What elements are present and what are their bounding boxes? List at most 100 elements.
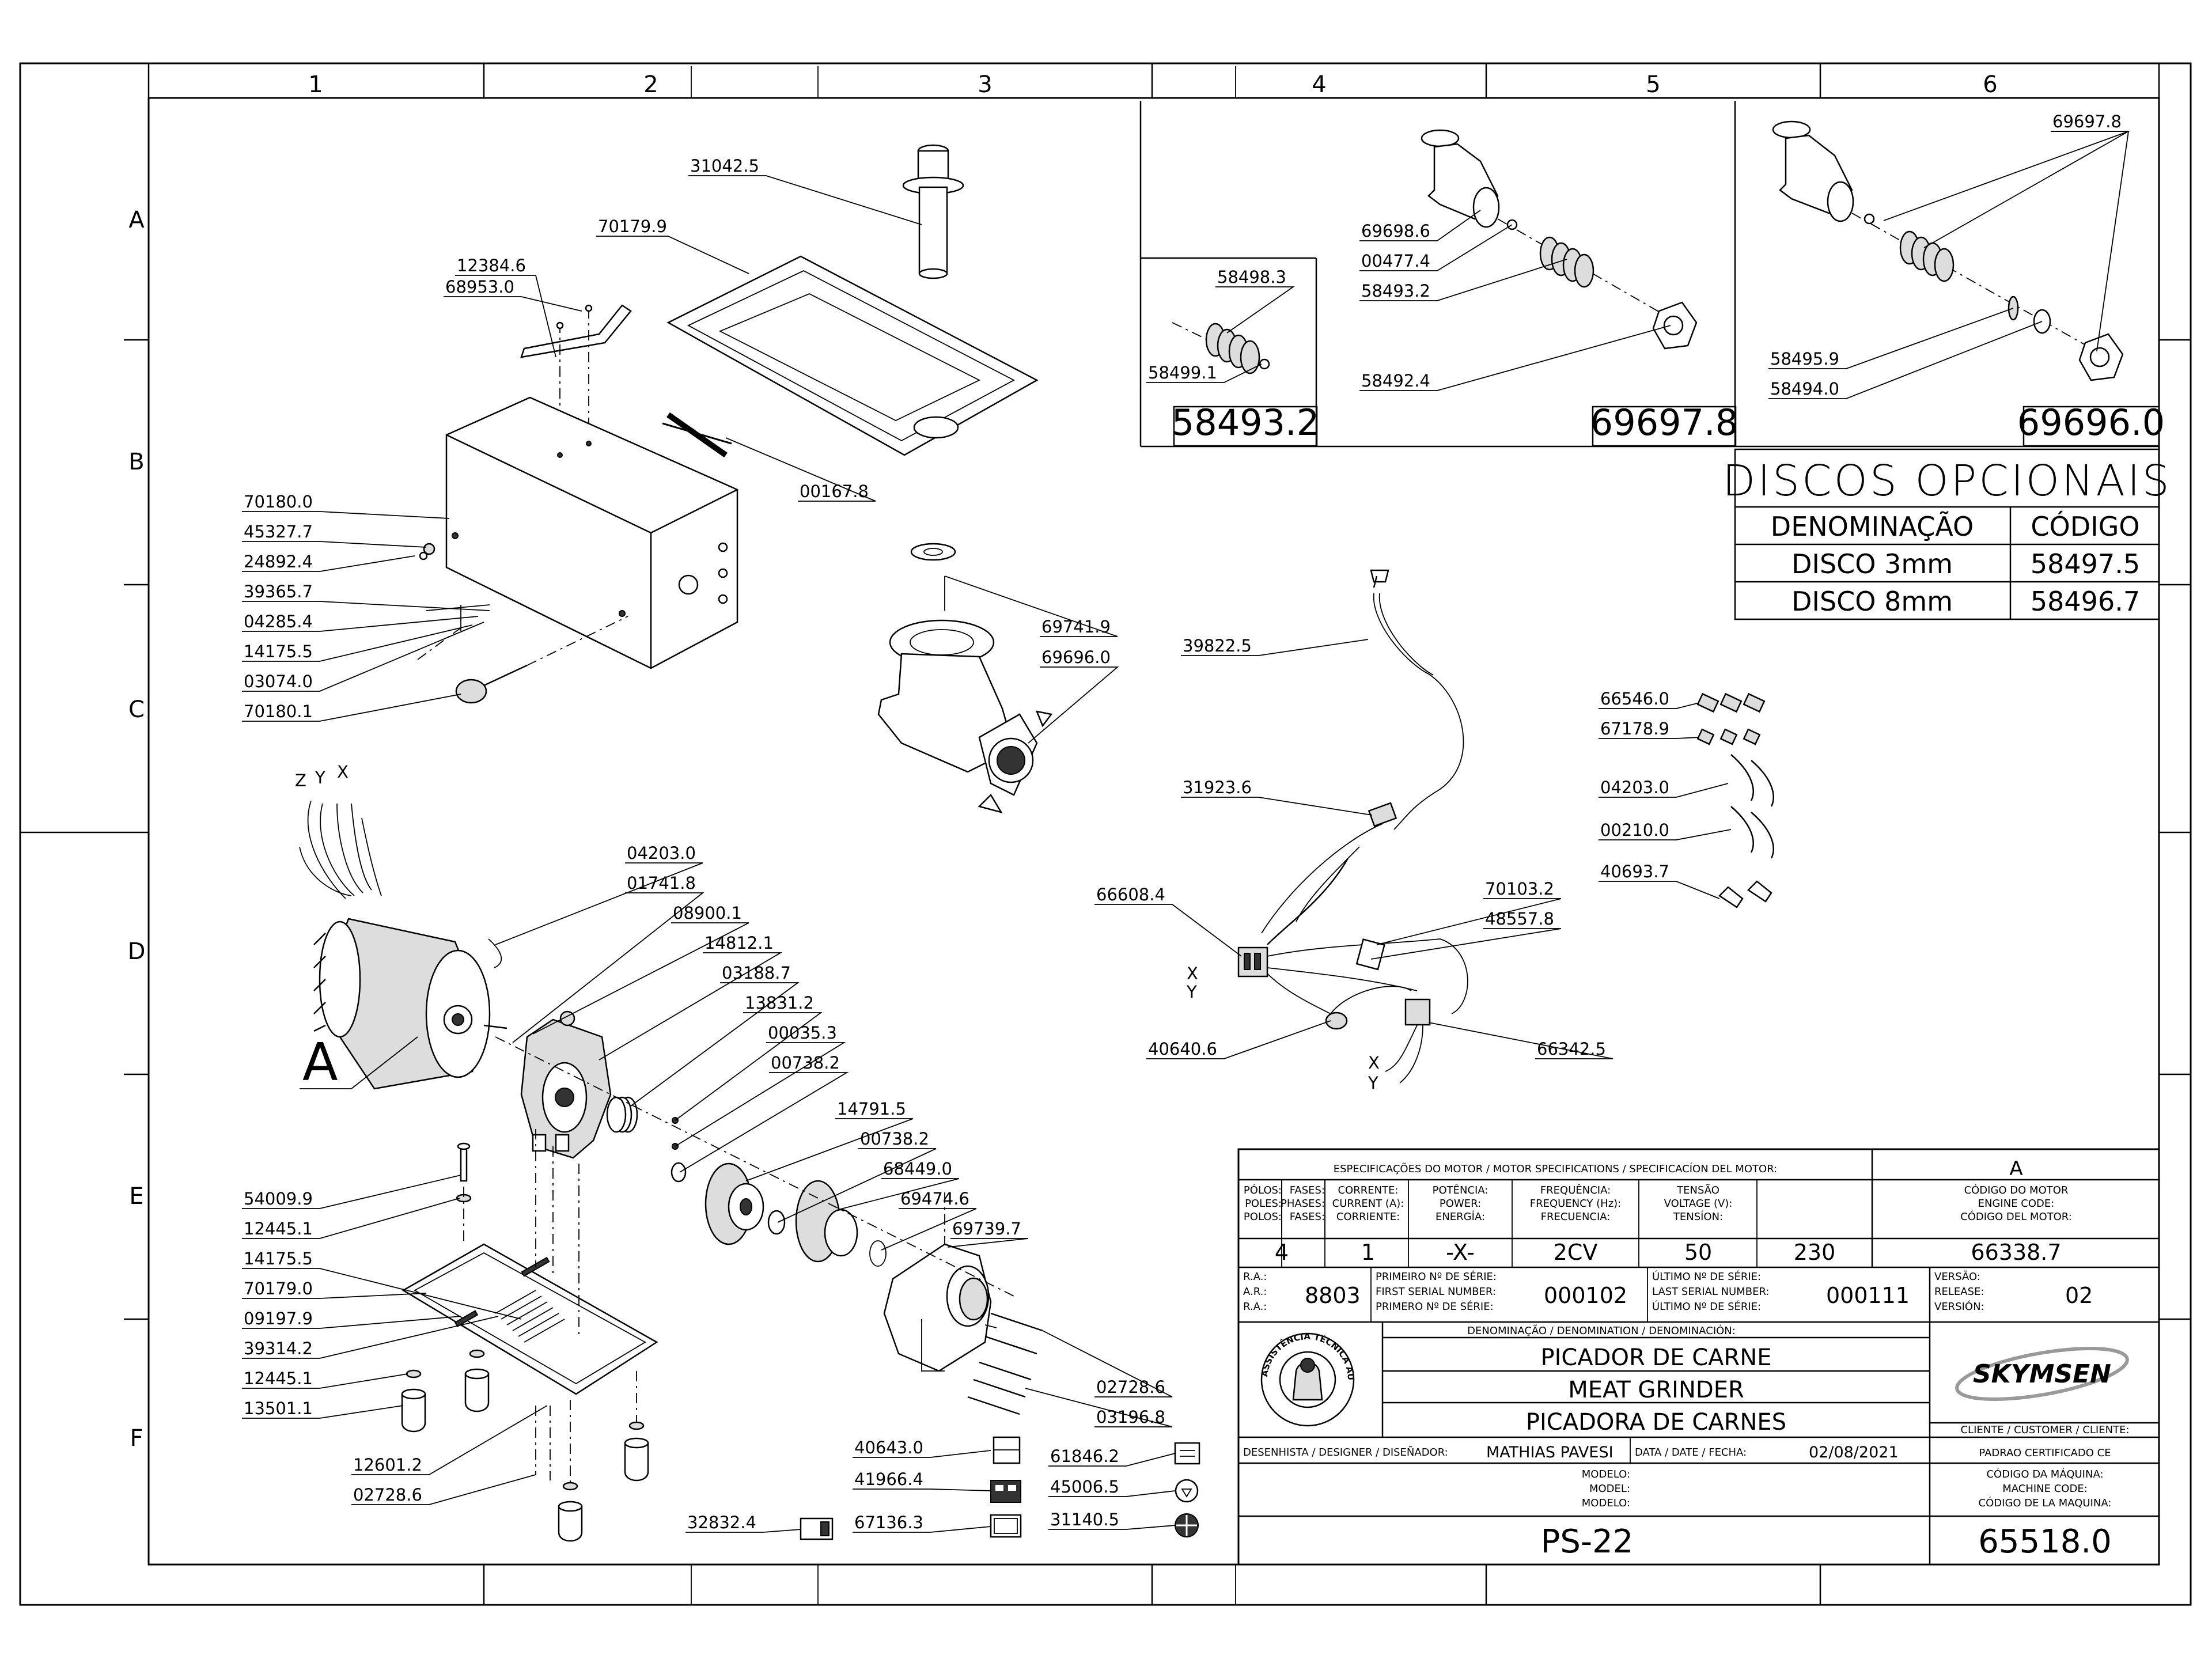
part-label: 40643.0 xyxy=(854,1438,923,1457)
client-value: PADRAO CERTIFICADO CE xyxy=(1979,1447,2111,1459)
model-label: MODELO: xyxy=(1582,1468,1630,1480)
part-label: 48557.8 xyxy=(1485,909,1554,929)
label-poles: POLOS: xyxy=(1244,1211,1282,1223)
motor-spec-header: ESPECIFICAÇÕES DO MOTOR / MOTOR SPECIFIC… xyxy=(1334,1162,1778,1175)
wiring-harness: X Y X Y xyxy=(1186,569,1468,1093)
part-label: 41966.4 xyxy=(854,1469,923,1489)
part-label: 00738.2 xyxy=(860,1129,929,1149)
brand-name: SKYMSEN xyxy=(1973,1359,2111,1389)
part-label: 39365.7 xyxy=(244,582,313,601)
disc-name: DISCO 3mm xyxy=(1791,548,1953,579)
part-label: 03074.0 xyxy=(244,672,313,691)
part-label: 70179.0 xyxy=(244,1279,313,1298)
detail-box-label: 69696.0 xyxy=(2017,402,2165,444)
disc-name: DISCO 8mm xyxy=(1791,586,1953,617)
value-engine-code: 66338.7 xyxy=(1971,1240,2061,1265)
part-label: 69696.0 xyxy=(1041,647,1111,667)
part-label: 69697.8 xyxy=(2052,112,2122,131)
part-label: 68449.0 xyxy=(883,1159,952,1179)
designer-label: DESENHISTA / DESIGNER / DISEÑADOR: xyxy=(1243,1446,1448,1459)
cabinet-assembly xyxy=(417,144,1039,704)
part-label: 39822.5 xyxy=(1183,636,1252,656)
column-label: 5 xyxy=(1646,71,1660,98)
machine-code-label: CÓDIGO DE LA MAQUINA: xyxy=(1979,1497,2112,1509)
part-label: 00738.2 xyxy=(771,1053,840,1073)
value-first-serial: 000102 xyxy=(1544,1283,1627,1308)
row-label: E xyxy=(129,1183,143,1210)
label-power: POTÊNCIA: xyxy=(1433,1184,1488,1196)
part-label: 58494.0 xyxy=(1770,379,1839,399)
column-label: 1 xyxy=(308,71,323,98)
row-label: B xyxy=(128,449,144,475)
part-label: 00035.3 xyxy=(768,1023,837,1043)
part-label: 69741.9 xyxy=(1041,617,1111,637)
part-label: 70180.1 xyxy=(244,702,313,721)
label-first-serial: FIRST SERIAL NUMBER: xyxy=(1376,1286,1496,1298)
label-ar: R.A.: xyxy=(1243,1301,1267,1313)
part-label: 02728.6 xyxy=(353,1485,422,1505)
part-label: 31042.5 xyxy=(690,156,759,176)
part-label: 04203.0 xyxy=(627,843,696,863)
value-release: 02 xyxy=(2065,1283,2093,1308)
designer-value: MATHIAS PAVESI xyxy=(1486,1444,1613,1461)
grinding-head xyxy=(877,543,1053,813)
part-label: 01741.8 xyxy=(627,873,696,893)
label-first-serial: PRIMEIRO Nº DE SÉRIE: xyxy=(1376,1270,1497,1283)
part-label: 61846.2 xyxy=(1050,1446,1119,1466)
tray-part xyxy=(666,255,1039,456)
part-label: 69739.7 xyxy=(952,1219,1021,1238)
part-label: 40693.7 xyxy=(1600,862,1669,881)
part-label: 00167.8 xyxy=(800,482,869,501)
part-label: 70180.0 xyxy=(244,492,313,512)
part-label: 24892.4 xyxy=(244,552,313,571)
cabinet-body xyxy=(445,396,738,669)
switch-label-y: Y xyxy=(1368,1073,1378,1093)
part-label: 66608.4 xyxy=(1096,885,1165,904)
row-label: D xyxy=(128,938,146,965)
authorized-service-seal: ASSISTÊNCIA TÉCNICA AUTORIZADA xyxy=(0,0,1356,1427)
part-label: 45327.7 xyxy=(244,522,313,541)
model-label: MODEL: xyxy=(1589,1483,1630,1495)
part-label: 45006.5 xyxy=(1050,1477,1119,1497)
part-label: 58495.9 xyxy=(1770,349,1839,369)
disc-code: 58496.7 xyxy=(2031,586,2140,617)
value-power: 2CV xyxy=(1554,1240,1598,1265)
label-engine-code: CÓDIGO DO MOTOR xyxy=(1964,1184,2069,1196)
front-screws xyxy=(967,1312,1043,1415)
part-label: 12601.2 xyxy=(353,1455,422,1475)
view-a-indicator: A Z Y X xyxy=(295,762,418,1093)
column-label: 4 xyxy=(1312,71,1326,98)
main-gear xyxy=(704,1162,764,1245)
value-last-serial: 000111 xyxy=(1826,1283,1910,1308)
value-voltage: 230 xyxy=(1794,1240,1836,1265)
label-release: VERSÃO: xyxy=(1934,1270,1980,1283)
label-poles: POLES: xyxy=(1245,1198,1282,1210)
value-frequency: 50 xyxy=(1684,1240,1712,1265)
part-label: 00477.4 xyxy=(1361,251,1430,271)
label-symbols xyxy=(800,1436,1200,1540)
label-engine-code: CÓDIGO DEL MOTOR: xyxy=(1960,1210,2072,1223)
column-label: 6 xyxy=(1983,71,1997,98)
part-label: 14812.1 xyxy=(704,933,774,953)
part-label: 13501.1 xyxy=(244,1399,313,1418)
label-ar: A.R.: xyxy=(1243,1286,1267,1298)
label-frequency: FREQUÊNCIA: xyxy=(1540,1184,1611,1196)
model-value: PS-22 xyxy=(1541,1523,1634,1560)
part-label: 32832.4 xyxy=(687,1513,756,1532)
output-gear xyxy=(795,1180,858,1263)
denomination-label: DENOMINAÇÃO / DENOMINATION / DENOMINACIÓ… xyxy=(1467,1324,1736,1337)
worm-detail xyxy=(1172,322,1270,374)
value-poles: 4 xyxy=(1275,1240,1289,1265)
row-label: A xyxy=(128,207,145,233)
part-label: 12445.1 xyxy=(244,1219,313,1238)
optional-discs-table: DISCOS OPCIONAIS DENOMINAÇÃO CÓDIGO DISC… xyxy=(1722,448,2169,620)
detail-boxes: 58493.2 69697.8 69696.0 xyxy=(1139,101,2165,448)
label-phases: FASES: xyxy=(1290,1184,1325,1196)
row-label: C xyxy=(128,696,145,723)
version-letter: A xyxy=(2009,1157,2022,1180)
part-label: 58492.4 xyxy=(1361,371,1430,391)
value-ar: 8803 xyxy=(1305,1283,1361,1308)
value-phases: 1 xyxy=(1361,1240,1375,1265)
label-ar: R.A.: xyxy=(1243,1271,1267,1283)
